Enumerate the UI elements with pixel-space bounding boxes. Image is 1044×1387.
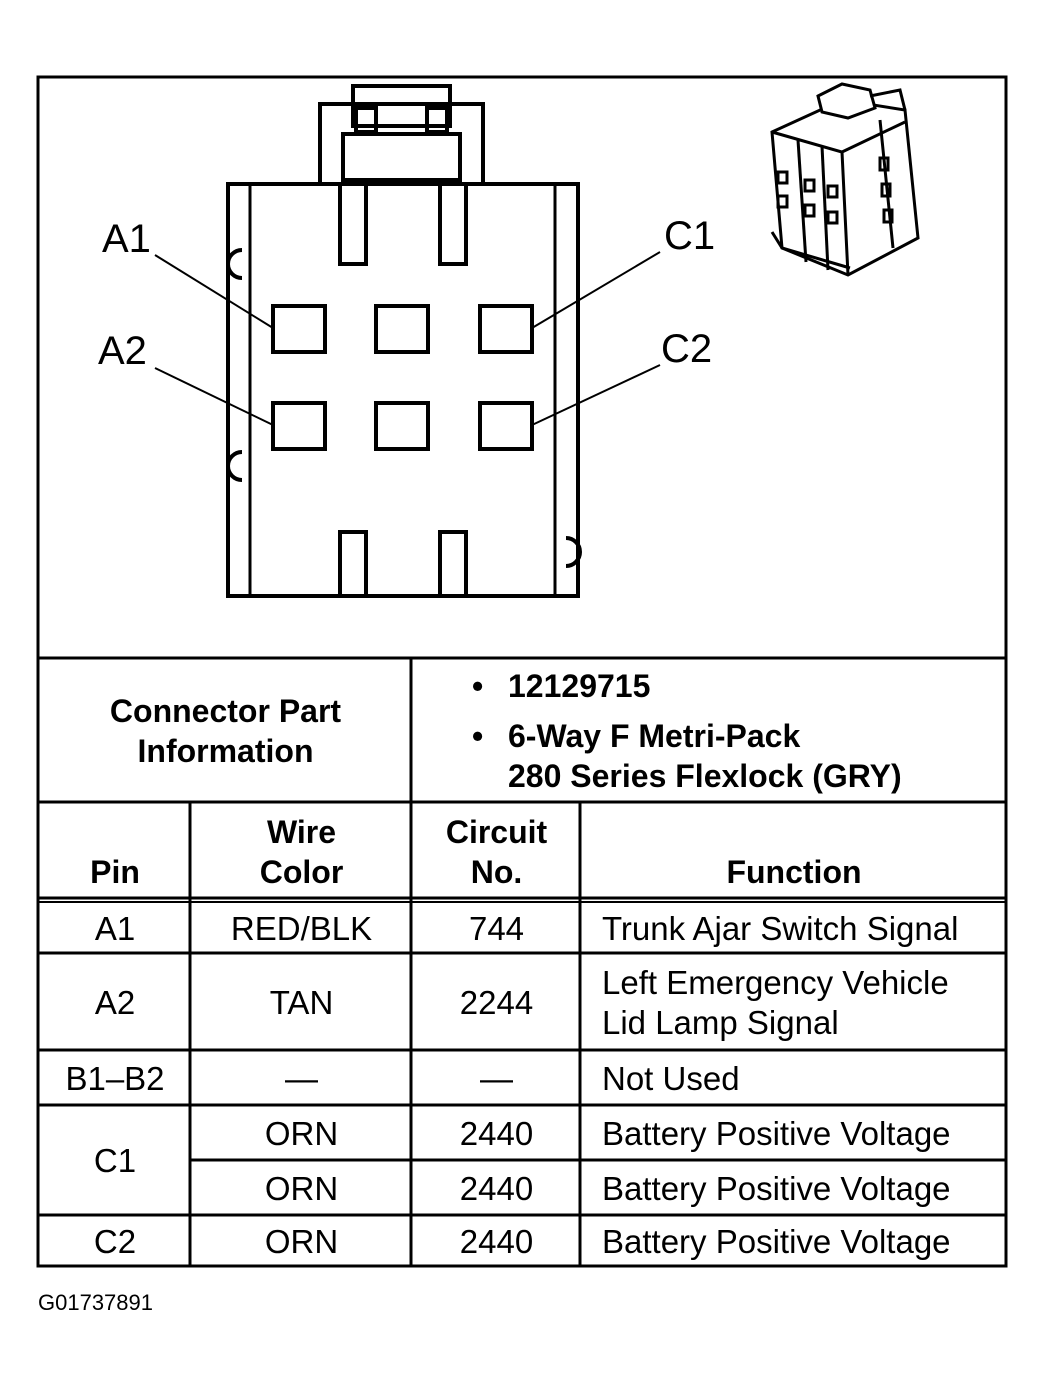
- table-cell-pin: B1–B2: [65, 1059, 165, 1097]
- table-cell-circuit: 2440: [459, 1114, 534, 1152]
- table-cell-function: Not Used: [602, 1059, 740, 1097]
- connector-body: [226, 182, 580, 598]
- table-cell-pin: A1: [94, 909, 136, 947]
- table-cell-function: Battery Positive Voltage: [602, 1222, 951, 1260]
- bullet-icon: •: [472, 668, 484, 704]
- connector-description-line1: 6-Way F Metri-Pack: [508, 718, 801, 754]
- table-cell-wire-color: ORN: [264, 1222, 339, 1260]
- table-cell-function: Left Emergency Vehicle Lid Lamp Signal: [602, 963, 949, 1041]
- table-cell-circuit: —: [480, 1059, 513, 1097]
- pin-label-c2: C2: [661, 327, 712, 371]
- bullet-icon: •: [472, 718, 484, 754]
- part-number: 12129715: [508, 668, 651, 704]
- header-function: Function: [726, 854, 862, 890]
- table-cell-pin: A2: [94, 983, 136, 1021]
- cavity-c1: [478, 304, 534, 354]
- table-cell-circuit: 2440: [459, 1222, 534, 1260]
- table-cell-wire-color: ORN: [264, 1114, 339, 1152]
- leader-lines: [154, 251, 661, 426]
- pin-label-c1: C1: [664, 214, 715, 258]
- table-grid: [38, 658, 1006, 1266]
- table-cell-wire-color: —: [285, 1059, 318, 1097]
- header-pin: Pin: [90, 854, 140, 890]
- table-cell-wire-color: ORN: [264, 1169, 339, 1207]
- connector-face-drawing: [226, 84, 582, 598]
- table-cell-pin: C2: [93, 1222, 137, 1260]
- pin-label-a2: A2: [98, 329, 147, 373]
- cavity-b1: [374, 304, 430, 354]
- table-cell-function: Battery Positive Voltage: [602, 1114, 951, 1152]
- table-cell-wire-color: RED/BLK: [230, 909, 373, 947]
- table-cell-wire-color: TAN: [269, 983, 334, 1021]
- table-cell-function: Battery Positive Voltage: [602, 1169, 951, 1207]
- connector-description-line2: 280 Series Flexlock (GRY): [508, 758, 902, 794]
- connector-part-info-label: Connector Part Information: [109, 693, 342, 769]
- connector-isometric-view: [770, 82, 920, 277]
- header-wire-color: Wire Color: [259, 814, 344, 890]
- cavity-a2: [271, 401, 327, 451]
- outer-frame: [36, 75, 1008, 1268]
- table-cell-circuit: 2440: [459, 1169, 534, 1207]
- cavity-a1: [271, 304, 327, 354]
- header-circuit-no: Circuit No.: [445, 814, 548, 890]
- pin-label-a1: A1: [102, 217, 151, 261]
- cavity-c2: [478, 401, 534, 451]
- table-cell-circuit: 744: [468, 909, 525, 947]
- table-cell-function: Trunk Ajar Switch Signal: [602, 909, 959, 947]
- table-cell-pin: C1: [93, 1142, 137, 1179]
- figure-id: G01737891: [38, 1290, 153, 1315]
- table-cell-circuit: 2244: [459, 983, 534, 1021]
- cavity-b2: [374, 401, 430, 451]
